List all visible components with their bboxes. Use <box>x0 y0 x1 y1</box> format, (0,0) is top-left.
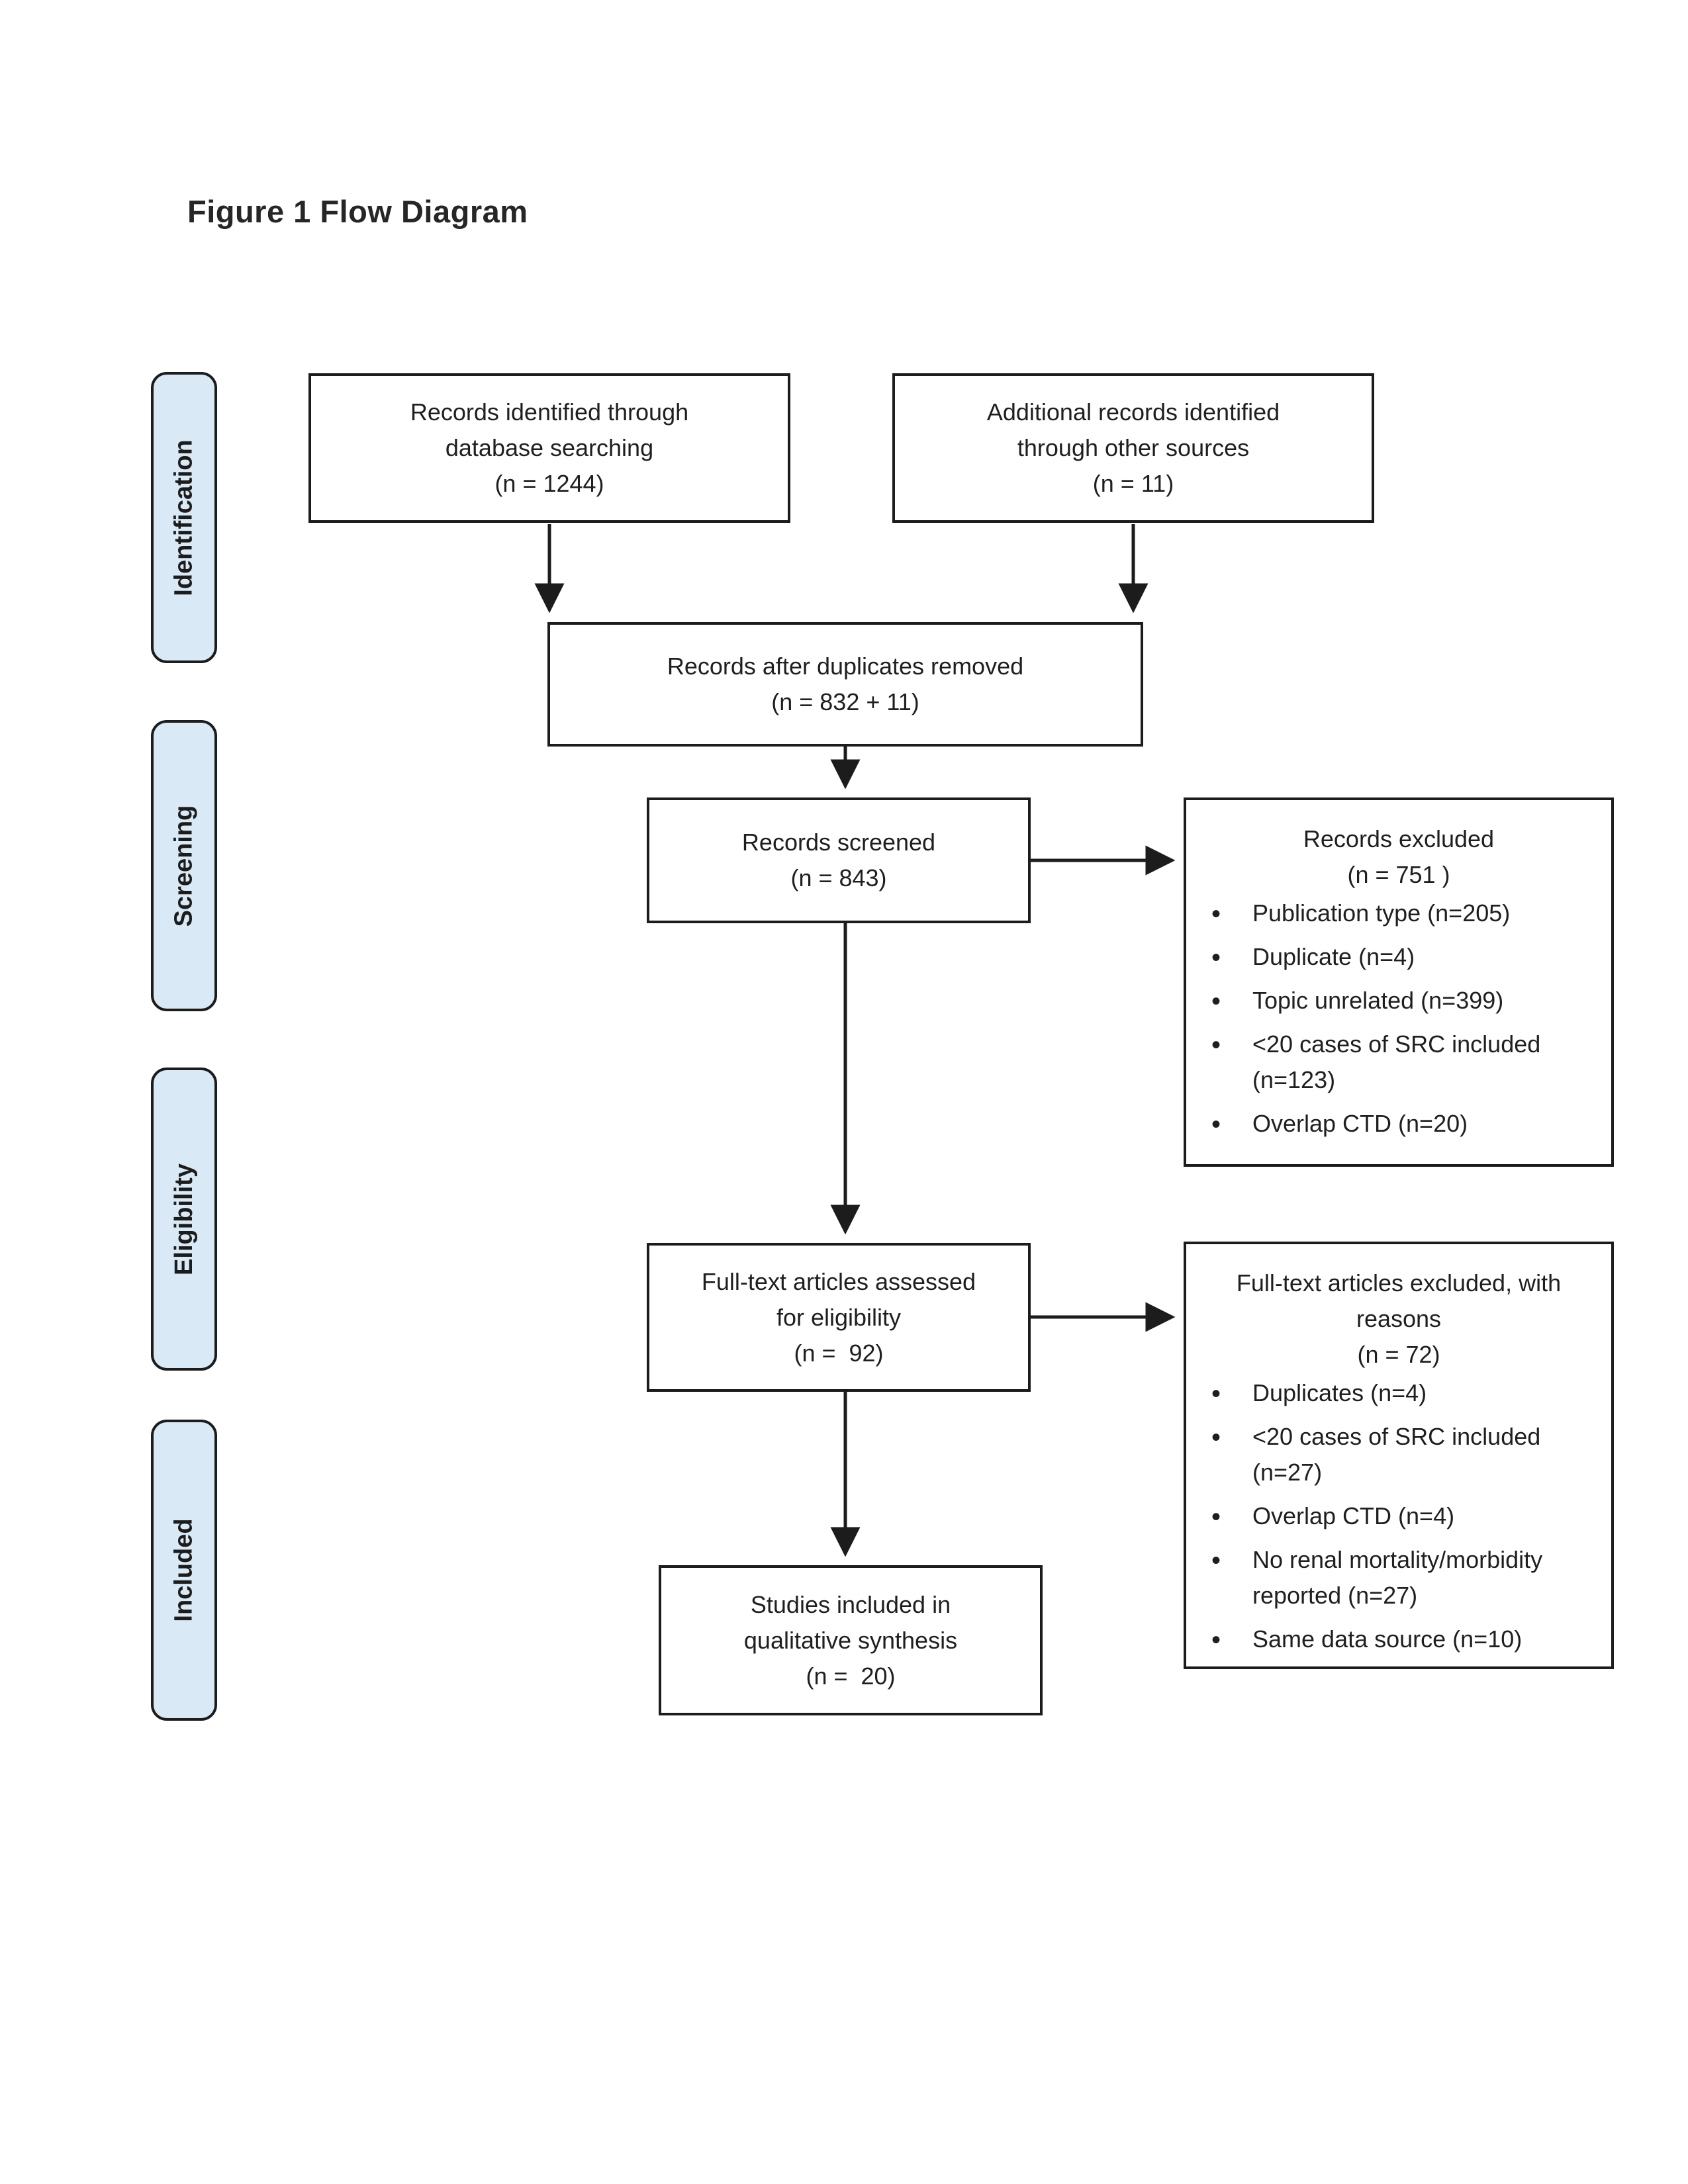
bullet-item: Publication type (n=205) <box>1186 894 1598 934</box>
box-studies-included: Studies included in qualitative synthesis… <box>659 1565 1043 1715</box>
figure-title: Figure 1 Flow Diagram <box>187 194 528 229</box>
text-line: Studies included in <box>750 1590 951 1618</box>
text-line: reasons <box>1356 1305 1442 1332</box>
box-fulltext-assessed: Full-text articles assessed for eligibili… <box>647 1243 1031 1392</box>
text-line: (n = 92) <box>794 1339 884 1367</box>
text-line: Records after duplicates removed <box>667 653 1024 680</box>
text-line: Full-text articles assessed <box>701 1267 976 1295</box>
box-title: Full-text articles excluded, with reasons… <box>1186 1265 1611 1373</box>
box-text: Records identified through database searc… <box>311 394 788 502</box>
text-line: Records screened <box>741 829 936 856</box>
exclusion-reason-list: Publication type (n=205)Duplicate (n=4)T… <box>1186 894 1611 1144</box>
bullet-item: Topic unrelated (n=399) <box>1186 981 1598 1021</box>
text-line: qualitative synthesis <box>743 1626 958 1654</box>
box-records-screened: Records screened (n = 843) <box>647 797 1031 923</box>
bullet-item: Overlap CTD (n=20) <box>1186 1105 1598 1144</box>
box-fulltext-excluded: Full-text articles excluded, with reasons… <box>1184 1242 1614 1669</box>
text-line: Additional records identified <box>986 398 1280 426</box>
box-text: Studies included in qualitative synthesis… <box>661 1587 1040 1694</box>
text-line: Full-text articles excluded, with <box>1236 1269 1562 1297</box>
text-line: (n = 751 ) <box>1347 861 1450 888</box>
box-text: Records after duplicates removed (n = 832… <box>550 649 1141 720</box>
bullet-item: Duplicate (n=4) <box>1186 938 1598 978</box>
text-line: for eligibility <box>776 1303 902 1331</box>
box-records-identified: Records identified through database searc… <box>308 373 790 523</box>
box-text: Full-text articles assessed for eligibili… <box>649 1264 1028 1371</box>
box-text: Additional records identified through oth… <box>895 394 1372 502</box>
bullet-item: Overlap CTD (n=4) <box>1186 1497 1598 1537</box>
text-line: (n = 72) <box>1357 1341 1440 1368</box>
box-title: Records excluded (n = 751 ) <box>1186 821 1611 893</box>
bullet-item: No renal mortality/morbidity reported (n… <box>1186 1541 1598 1614</box>
text-line: through other sources <box>1017 434 1250 461</box>
box-additional-records: Additional records identified through oth… <box>892 373 1374 523</box>
exclusion-reason-list: Duplicates (n=4)<20 cases of SRC include… <box>1186 1374 1611 1660</box>
text-line: (n = 20) <box>806 1662 896 1690</box>
phase-screening: Screening <box>151 720 217 1011</box>
phase-included: Included <box>151 1420 217 1721</box>
phase-identification: Identification <box>151 372 217 663</box>
text-line: (n = 832 + 11) <box>771 688 919 715</box>
text-line: (n = 1244) <box>494 470 604 497</box>
bullet-item: <20 cases of SRC included (n=123) <box>1186 1025 1598 1098</box>
bullet-item: Duplicates (n=4) <box>1186 1374 1598 1414</box>
box-records-excluded: Records excluded (n = 751 ) Publication t… <box>1184 797 1614 1167</box>
text-line: Records identified through <box>410 398 689 426</box>
phase-eligibility: Eligibility <box>151 1068 217 1371</box>
text-line: (n = 843) <box>790 864 887 891</box>
text-line: (n = 11) <box>1092 470 1174 497</box>
bullet-item: <20 cases of SRC included (n=27) <box>1186 1418 1598 1490</box>
box-text: Records screened (n = 843) <box>649 825 1028 896</box>
bullet-item: Same data source (n=10) <box>1186 1620 1598 1660</box>
text-line: Records excluded <box>1303 825 1495 852</box>
text-line: database searching <box>445 434 654 461</box>
box-duplicates-removed: Records after duplicates removed (n = 832… <box>547 622 1143 747</box>
